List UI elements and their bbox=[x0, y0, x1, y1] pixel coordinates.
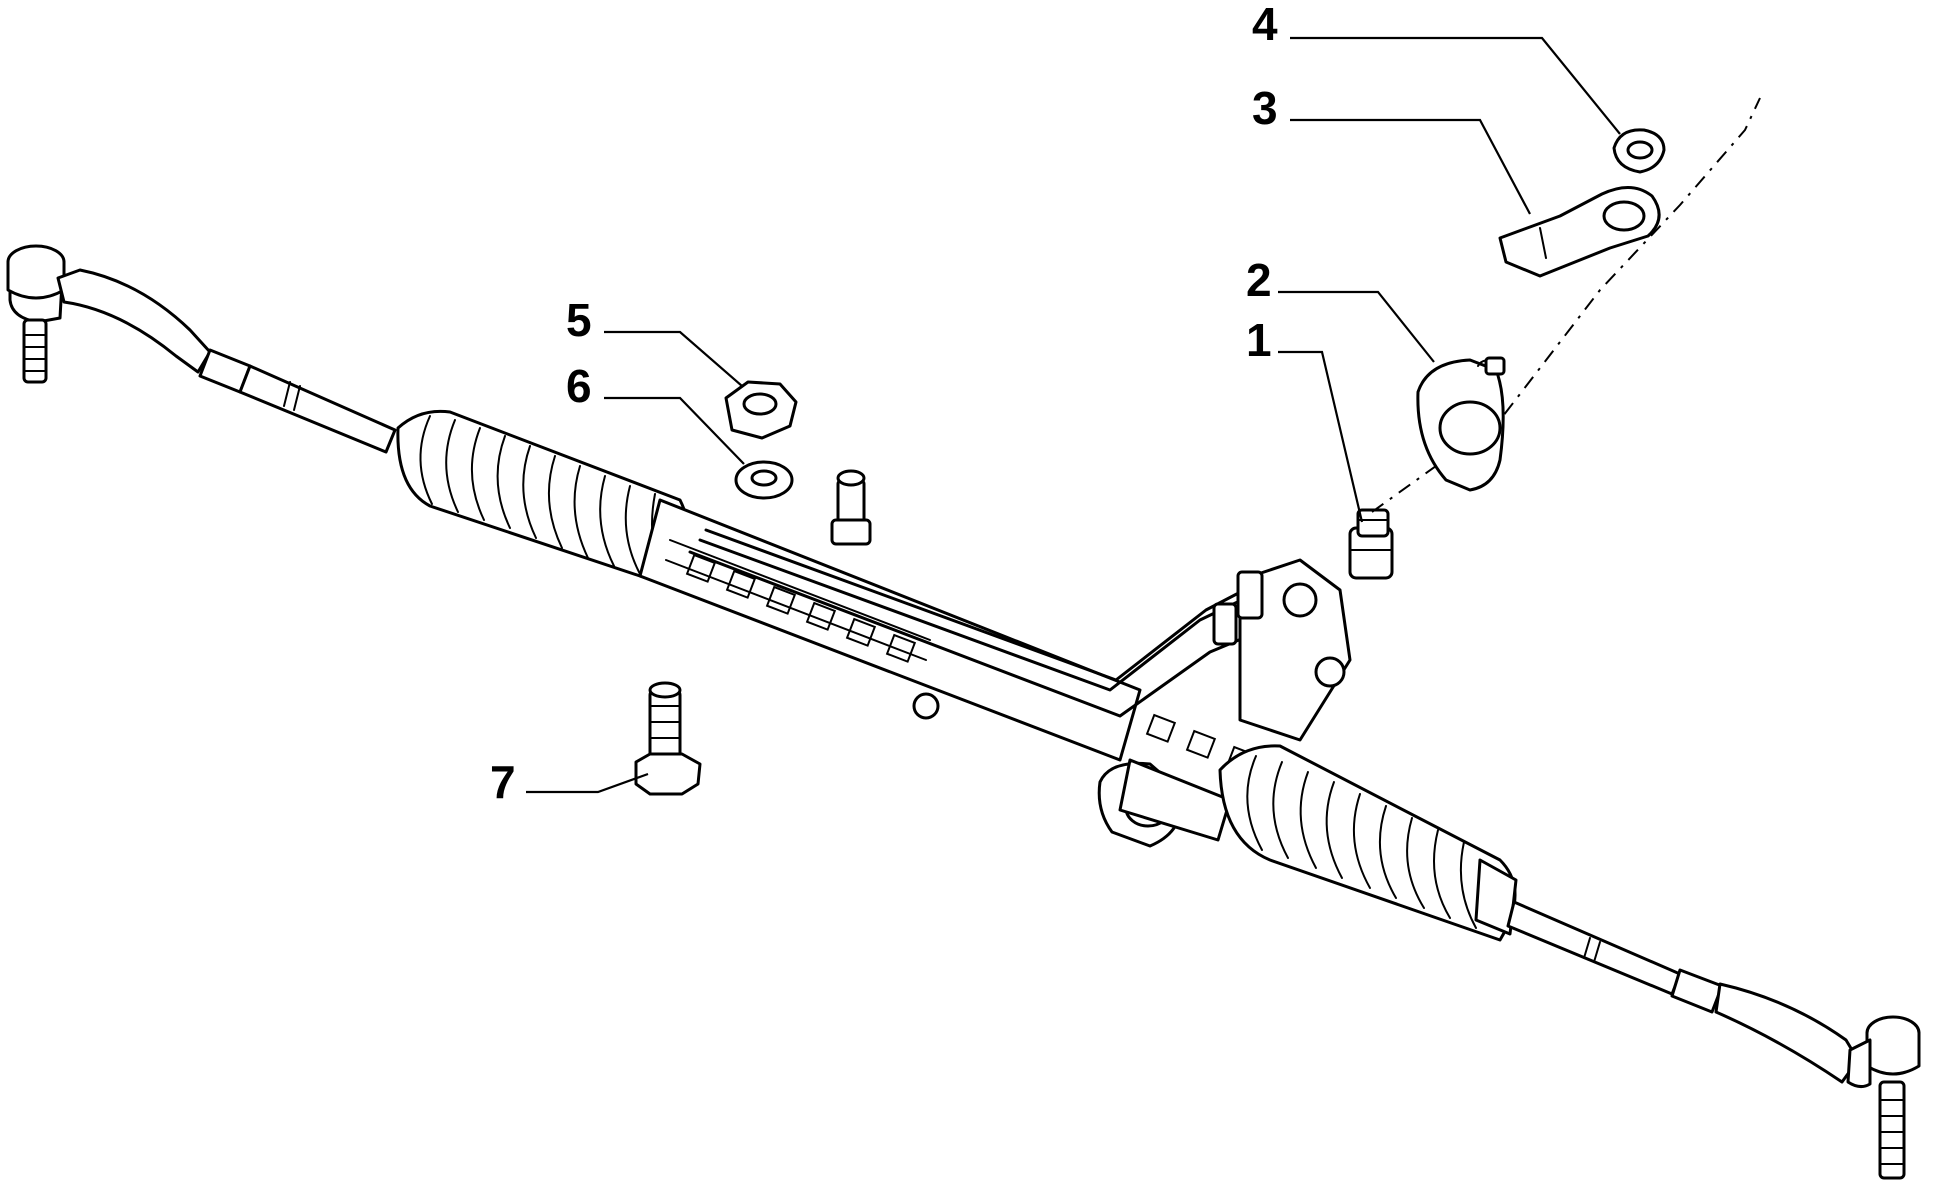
part-4-clip bbox=[1612, 128, 1666, 174]
right-bellows-boot bbox=[1218, 744, 1518, 942]
callout-3: 3 bbox=[1252, 82, 1278, 134]
leader-1 bbox=[1278, 350, 1364, 523]
part-7-bolt bbox=[634, 681, 702, 796]
callout-4: 4 bbox=[1252, 0, 1278, 50]
leader-5 bbox=[604, 330, 743, 387]
rack-housing bbox=[638, 469, 1394, 848]
left-bellows-boot bbox=[396, 409, 691, 590]
callout-1: 1 bbox=[1246, 314, 1272, 366]
part-2-gasket bbox=[1416, 356, 1506, 492]
callout-5: 5 bbox=[566, 294, 592, 346]
callout-7: 7 bbox=[490, 756, 516, 808]
part-5-nut bbox=[724, 380, 798, 440]
right-tie-rod bbox=[1506, 900, 1724, 1014]
part-6-washer bbox=[734, 460, 794, 500]
callout-2: 2 bbox=[1246, 254, 1272, 306]
left-tie-rod-end bbox=[6, 244, 212, 384]
right-tie-rod-end bbox=[1714, 982, 1921, 1180]
leader-4 bbox=[1290, 36, 1621, 135]
leader-3 bbox=[1290, 118, 1531, 215]
callout-leaders bbox=[526, 36, 1621, 794]
left-tie-rod bbox=[198, 348, 397, 454]
leader-6 bbox=[604, 396, 745, 465]
callout-6: 6 bbox=[566, 360, 592, 412]
part-3-cover bbox=[1498, 186, 1661, 278]
callout-labels: 1 2 3 4 5 6 7 bbox=[490, 0, 1278, 808]
leader-2 bbox=[1278, 290, 1435, 363]
leader-7 bbox=[526, 772, 649, 794]
